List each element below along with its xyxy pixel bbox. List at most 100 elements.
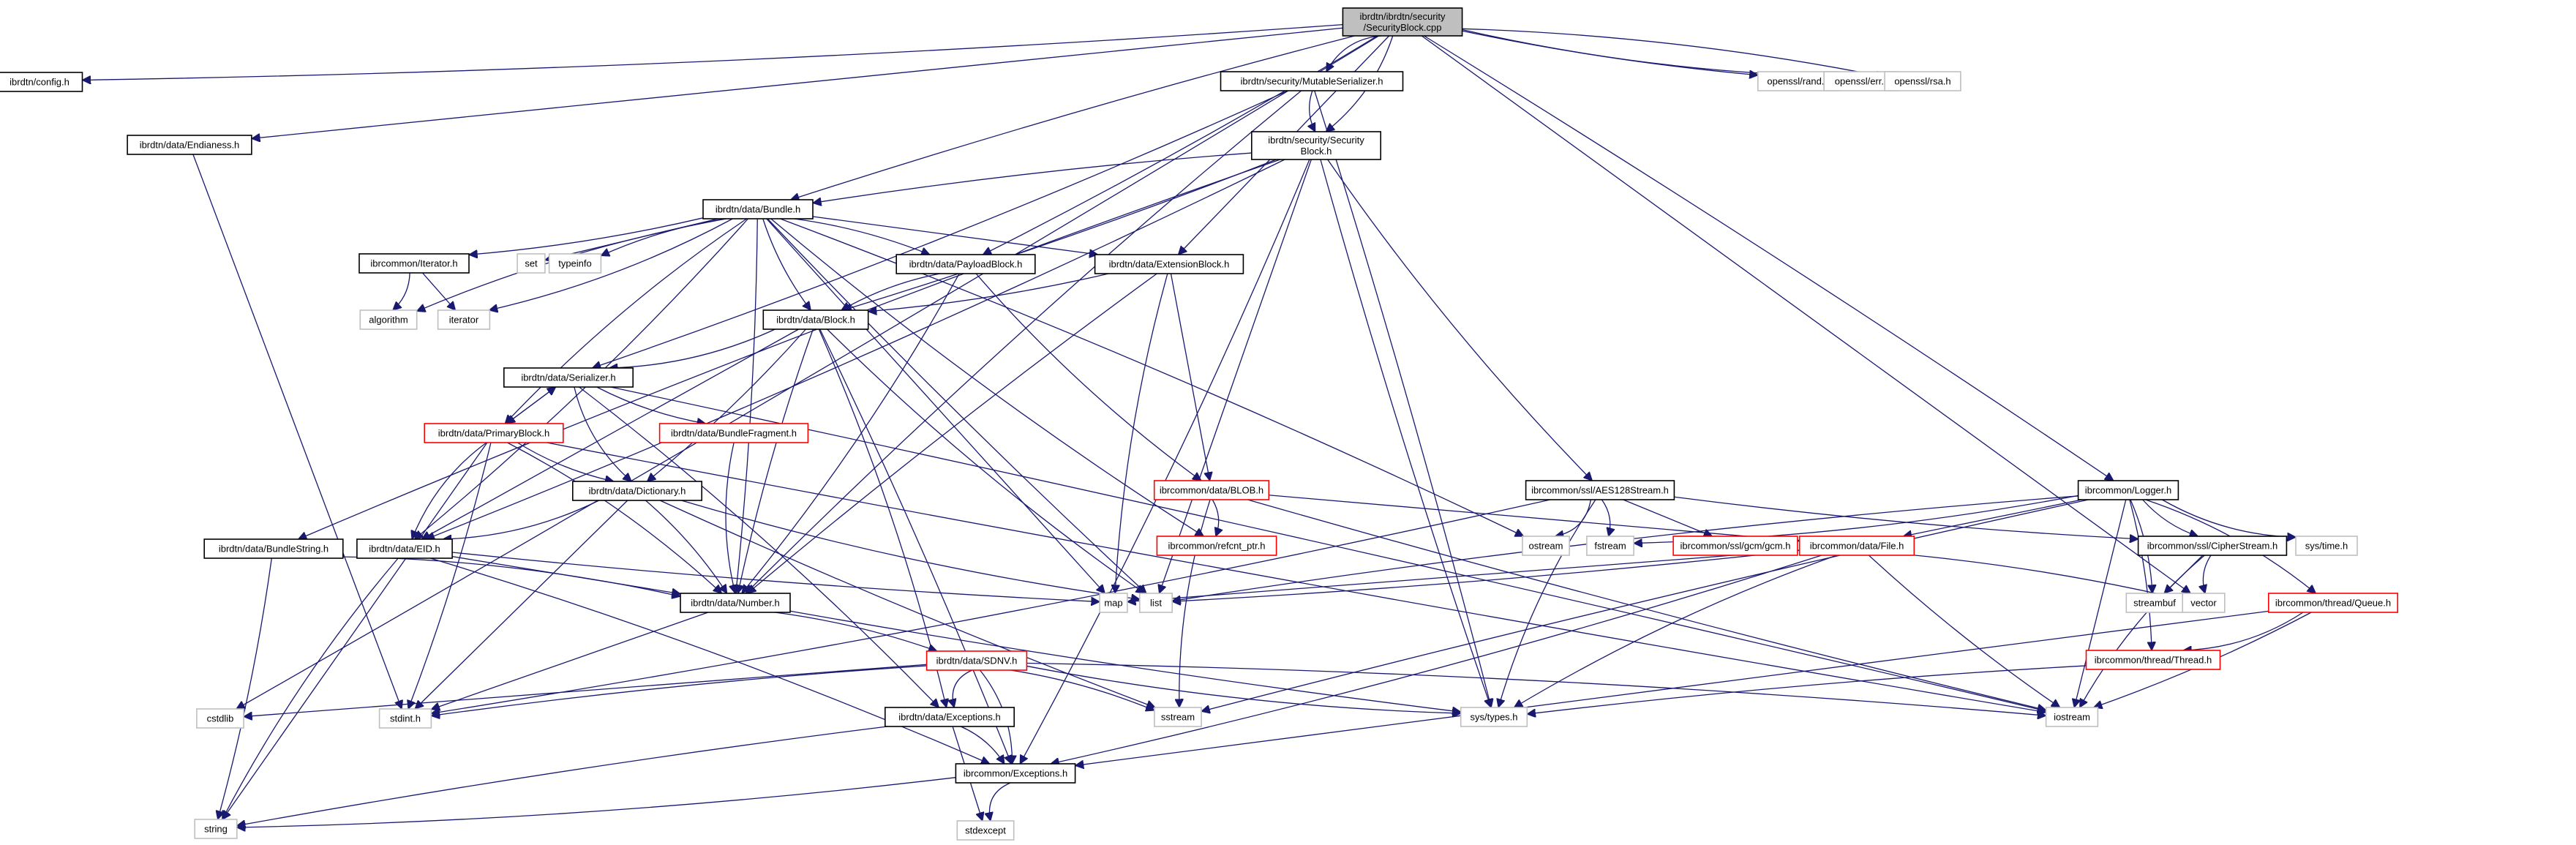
node-serializer[interactable]: ibrdtn/data/Serializer.h: [503, 367, 634, 388]
node-box: [358, 253, 470, 274]
node-label: ibrcommon/ssl/gcm/gcm.h: [1681, 541, 1791, 552]
node-typeinfo[interactable]: typeinfo: [548, 253, 602, 274]
node-map[interactable]: map: [1099, 593, 1128, 613]
node-cstdlib[interactable]: cstdlib: [196, 708, 244, 729]
edge-logger-to-iostream: [2074, 499, 2127, 707]
node-rsa[interactable]: openssl/rsa.h: [1884, 71, 1961, 91]
node-sstream[interactable]: sstream: [1154, 707, 1202, 727]
node-payload[interactable]: ibrdtn/data/PayloadBlock.h: [895, 254, 1036, 274]
edge-sdnv-to-iostream: [1026, 662, 2046, 716]
node-mutser[interactable]: ibrdtn/security/MutableSerializer.h: [1220, 71, 1404, 91]
edge-fragment-to-number: [725, 442, 735, 593]
node-vector[interactable]: vector: [2182, 593, 2226, 613]
node-label: ibrdtn/data/PayloadBlock.h: [909, 259, 1023, 270]
node-box: [702, 199, 814, 219]
edge-block-to-cexc: [819, 328, 1012, 764]
node-bstring[interactable]: ibrdtn/data/BundleString.h: [203, 538, 344, 559]
node-box: [895, 254, 1036, 274]
edge-root-to-config: [83, 23, 1343, 80]
node-fragment[interactable]: ibrdtn/data/BundleFragment.h: [658, 423, 809, 443]
node-iterator[interactable]: iterator: [437, 309, 491, 330]
node-box: [885, 707, 1015, 727]
node-label: iostream: [2054, 712, 2090, 723]
node-dexc[interactable]: ibrdtn/data/Exceptions.h: [885, 707, 1015, 727]
node-dictionary[interactable]: ibrdtn/data/Dictionary.h: [571, 481, 702, 501]
node-stdexcept[interactable]: stdexcept: [956, 820, 1015, 841]
node-primary[interactable]: ibrdtn/data/PrimaryBlock.h: [424, 423, 564, 443]
edge-file-to-systypes: [1514, 555, 1837, 707]
node-bundle[interactable]: ibrdtn/data/Bundle.h: [702, 199, 814, 219]
edge-primary-to-iostream: [547, 442, 2046, 713]
node-label: ibrdtn/config.h: [10, 77, 70, 88]
node-algorithm[interactable]: algorithm: [359, 309, 418, 330]
node-systime[interactable]: sys/time.h: [2295, 536, 2358, 556]
node-iostream[interactable]: iostream: [2045, 707, 2099, 727]
edge-root-to-payload: [983, 35, 1378, 255]
node-label: ibrdtn/data/PrimaryBlock.h: [438, 428, 549, 439]
node-label: typeinfo: [558, 258, 592, 269]
node-number[interactable]: ibrdtn/data/Number.h: [680, 593, 791, 613]
node-label: ibrcommon/refcnt_ptr.h: [1168, 541, 1266, 552]
edge-sdnv-to-dexc: [953, 669, 973, 707]
node-label: ibrdtn/data/Exceptions.h: [898, 712, 1000, 723]
node-iterh[interactable]: ibrcommon/Iterator.h: [358, 253, 470, 274]
node-label: string: [204, 824, 228, 835]
node-box: [2077, 480, 2179, 500]
node-cipher[interactable]: ibrcommon/ssl/CipherStream.h: [2137, 536, 2288, 556]
node-streambuf[interactable]: streambuf: [2125, 593, 2184, 613]
node-queue[interactable]: ibrcommon/thread/Queue.h: [2268, 593, 2399, 613]
node-blob[interactable]: ibrcommon/data/BLOB.h: [1153, 480, 1270, 500]
edge-bundle-to-primary: [505, 218, 748, 424]
edge-eid-to-number: [451, 556, 680, 594]
edge-dictionary-to-list: [681, 500, 1140, 599]
node-set[interactable]: set: [517, 253, 546, 274]
node-box: [359, 309, 418, 330]
node-box: [2268, 593, 2399, 613]
edge-primary-to-string: [222, 442, 488, 819]
node-box: [503, 367, 634, 388]
node-extblock[interactable]: ibrdtn/data/ExtensionBlock.h: [1094, 254, 1244, 274]
node-label: ibrdtn/data/SDNV.h: [936, 656, 1018, 666]
node-secblock[interactable]: ibrdtn/security/SecurityBlock.h: [1251, 131, 1382, 160]
node-box: [1460, 707, 1528, 727]
node-box: [2295, 536, 2358, 556]
node-refcnt[interactable]: ibrcommon/refcnt_ptr.h: [1156, 536, 1277, 556]
edge-bstring-to-string: [218, 557, 272, 819]
edge-bundle-to-number: [736, 218, 758, 593]
node-string[interactable]: string: [194, 819, 238, 839]
edge-iterh-to-algorithm: [393, 272, 410, 310]
node-label: Block.h: [1301, 146, 1332, 157]
node-stdint[interactable]: stdint.h: [378, 708, 432, 729]
node-list[interactable]: list: [1139, 593, 1174, 613]
edge-root-to-mutser: [1326, 35, 1381, 72]
node-cexc[interactable]: ibrcommon/Exceptions.h: [955, 763, 1076, 784]
node-label: ibrdtn/data/ExtensionBlock.h: [1109, 259, 1230, 270]
node-config[interactable]: ibrdtn/config.h: [0, 72, 83, 92]
edge-mutser-to-number: [746, 90, 1302, 593]
node-systypes[interactable]: sys/types.h: [1460, 707, 1528, 727]
node-label: ibrdtn/data/Endianess.h: [140, 140, 240, 151]
node-box: [658, 423, 809, 443]
node-sdnv[interactable]: ibrdtn/data/SDNV.h: [925, 650, 1028, 671]
node-thread[interactable]: ibrcommon/thread/Thread.h: [2085, 650, 2221, 670]
node-label: openssl/err.h: [1835, 76, 1889, 87]
node-file[interactable]: ibrcommon/data/File.h: [1798, 536, 1915, 556]
node-label: ibrcommon/data/File.h: [1810, 541, 1904, 552]
edge-secblock-to-block: [843, 159, 1277, 310]
node-endian[interactable]: ibrdtn/data/Endianess.h: [127, 135, 252, 155]
node-eid[interactable]: ibrdtn/data/EID.h: [356, 538, 453, 559]
node-fstream[interactable]: fstream: [1586, 536, 1634, 556]
node-block[interactable]: ibrdtn/data/Block.h: [762, 309, 869, 330]
edge-sdnv-to-sstream: [1010, 669, 1154, 710]
node-label: fstream: [1594, 541, 1626, 552]
edge-root-to-vector: [1421, 35, 2190, 593]
edge-bundle-to-iterator: [489, 218, 733, 310]
edge-bundle-to-map: [766, 218, 1105, 593]
node-label: openssl/rand.h: [1767, 76, 1829, 87]
node-aes[interactable]: ibrcommon/ssl/AES128Stream.h: [1525, 480, 1675, 500]
node-logger[interactable]: ibrcommon/Logger.h: [2077, 480, 2179, 500]
node-ostream[interactable]: ostream: [1522, 536, 1570, 556]
node-gcm[interactable]: ibrcommon/ssl/gcm/gcm.h: [1672, 536, 1798, 556]
node-label: ibrcommon/Iterator.h: [370, 258, 457, 269]
node-root[interactable]: ibrdtn/ibrdtn/security/SecurityBlock.cpp: [1342, 7, 1463, 37]
